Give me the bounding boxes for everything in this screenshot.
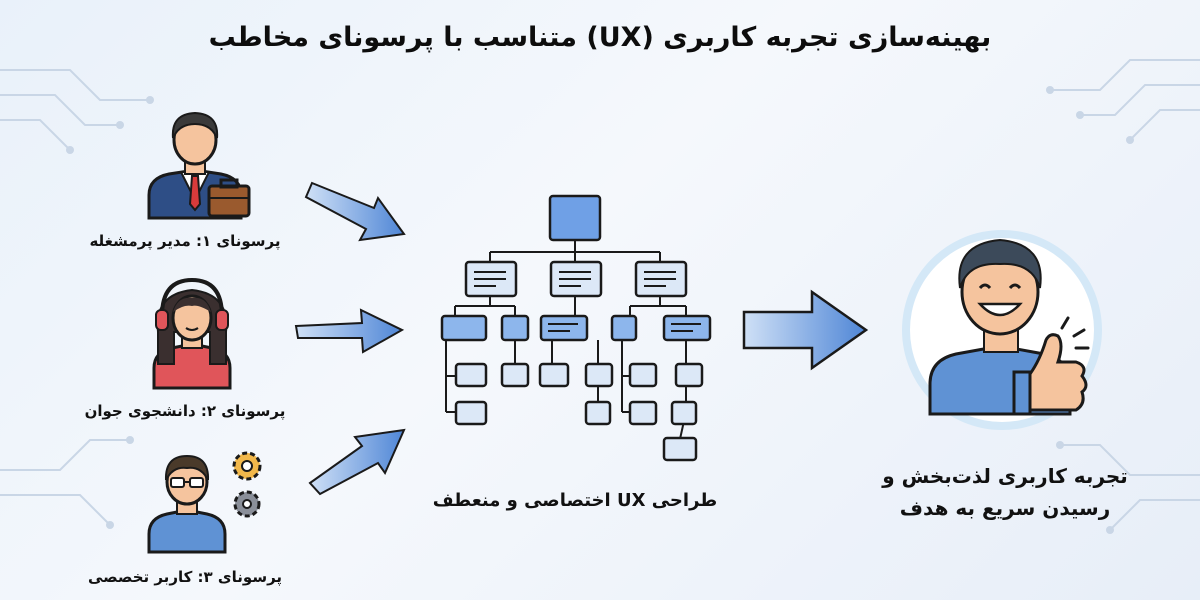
- tree-node: [539, 314, 589, 342]
- result-caption: تجربه کاربری لذت‌بخش و رسیدن سریع به هدف: [860, 460, 1150, 524]
- arrow-persona-3: [308, 428, 406, 496]
- tree-node: [454, 400, 488, 426]
- tree-root-node: [548, 194, 602, 242]
- tree-node: [662, 436, 698, 462]
- tree-node: [440, 314, 488, 342]
- arrow-to-result: [742, 289, 869, 371]
- tree-node: [628, 362, 658, 388]
- page-title: بهینه‌سازی تجربه کاربری (UX) متناسب با پ…: [208, 22, 992, 53]
- tree-node: [610, 314, 638, 342]
- gear-icon: [232, 451, 262, 481]
- arrow-persona-2: [294, 308, 405, 354]
- tree-node: [584, 362, 614, 388]
- tree-node: [538, 362, 570, 388]
- persona-label-3: پرسونای ۳: کاربر تخصصی: [87, 568, 283, 586]
- tree-node: [628, 400, 658, 426]
- businessman-with-briefcase-icon: [147, 111, 251, 220]
- tree-node: [662, 314, 712, 342]
- tree-node: [500, 362, 530, 388]
- technical-user-with-gears-icon: [147, 451, 262, 554]
- persona-card-2: [82, 272, 302, 390]
- result-caption-line-2: رسیدن سریع به هدف: [899, 496, 1111, 520]
- persona-card-1: [85, 100, 305, 220]
- tree-node: [670, 400, 698, 426]
- result-caption-line-1: تجربه کاربری لذت‌بخش و: [882, 464, 1128, 488]
- persona-card-3: [100, 446, 320, 554]
- tree-node: [674, 362, 704, 388]
- tree-node: [500, 314, 530, 342]
- arrow-persona-1: [304, 181, 406, 242]
- persona-label-2: پرسونای ۲: دانشجوی جوان: [84, 402, 286, 420]
- center-caption: طراحی UX اختصاصی و منعطف: [432, 490, 718, 511]
- tree-node: [454, 362, 488, 388]
- persona-label-1: پرسونای ۱: مدیر پرمشغله: [89, 232, 281, 250]
- gear-icon: [233, 490, 261, 518]
- tree-node: [584, 400, 612, 426]
- student-with-headphones-icon: [152, 277, 232, 390]
